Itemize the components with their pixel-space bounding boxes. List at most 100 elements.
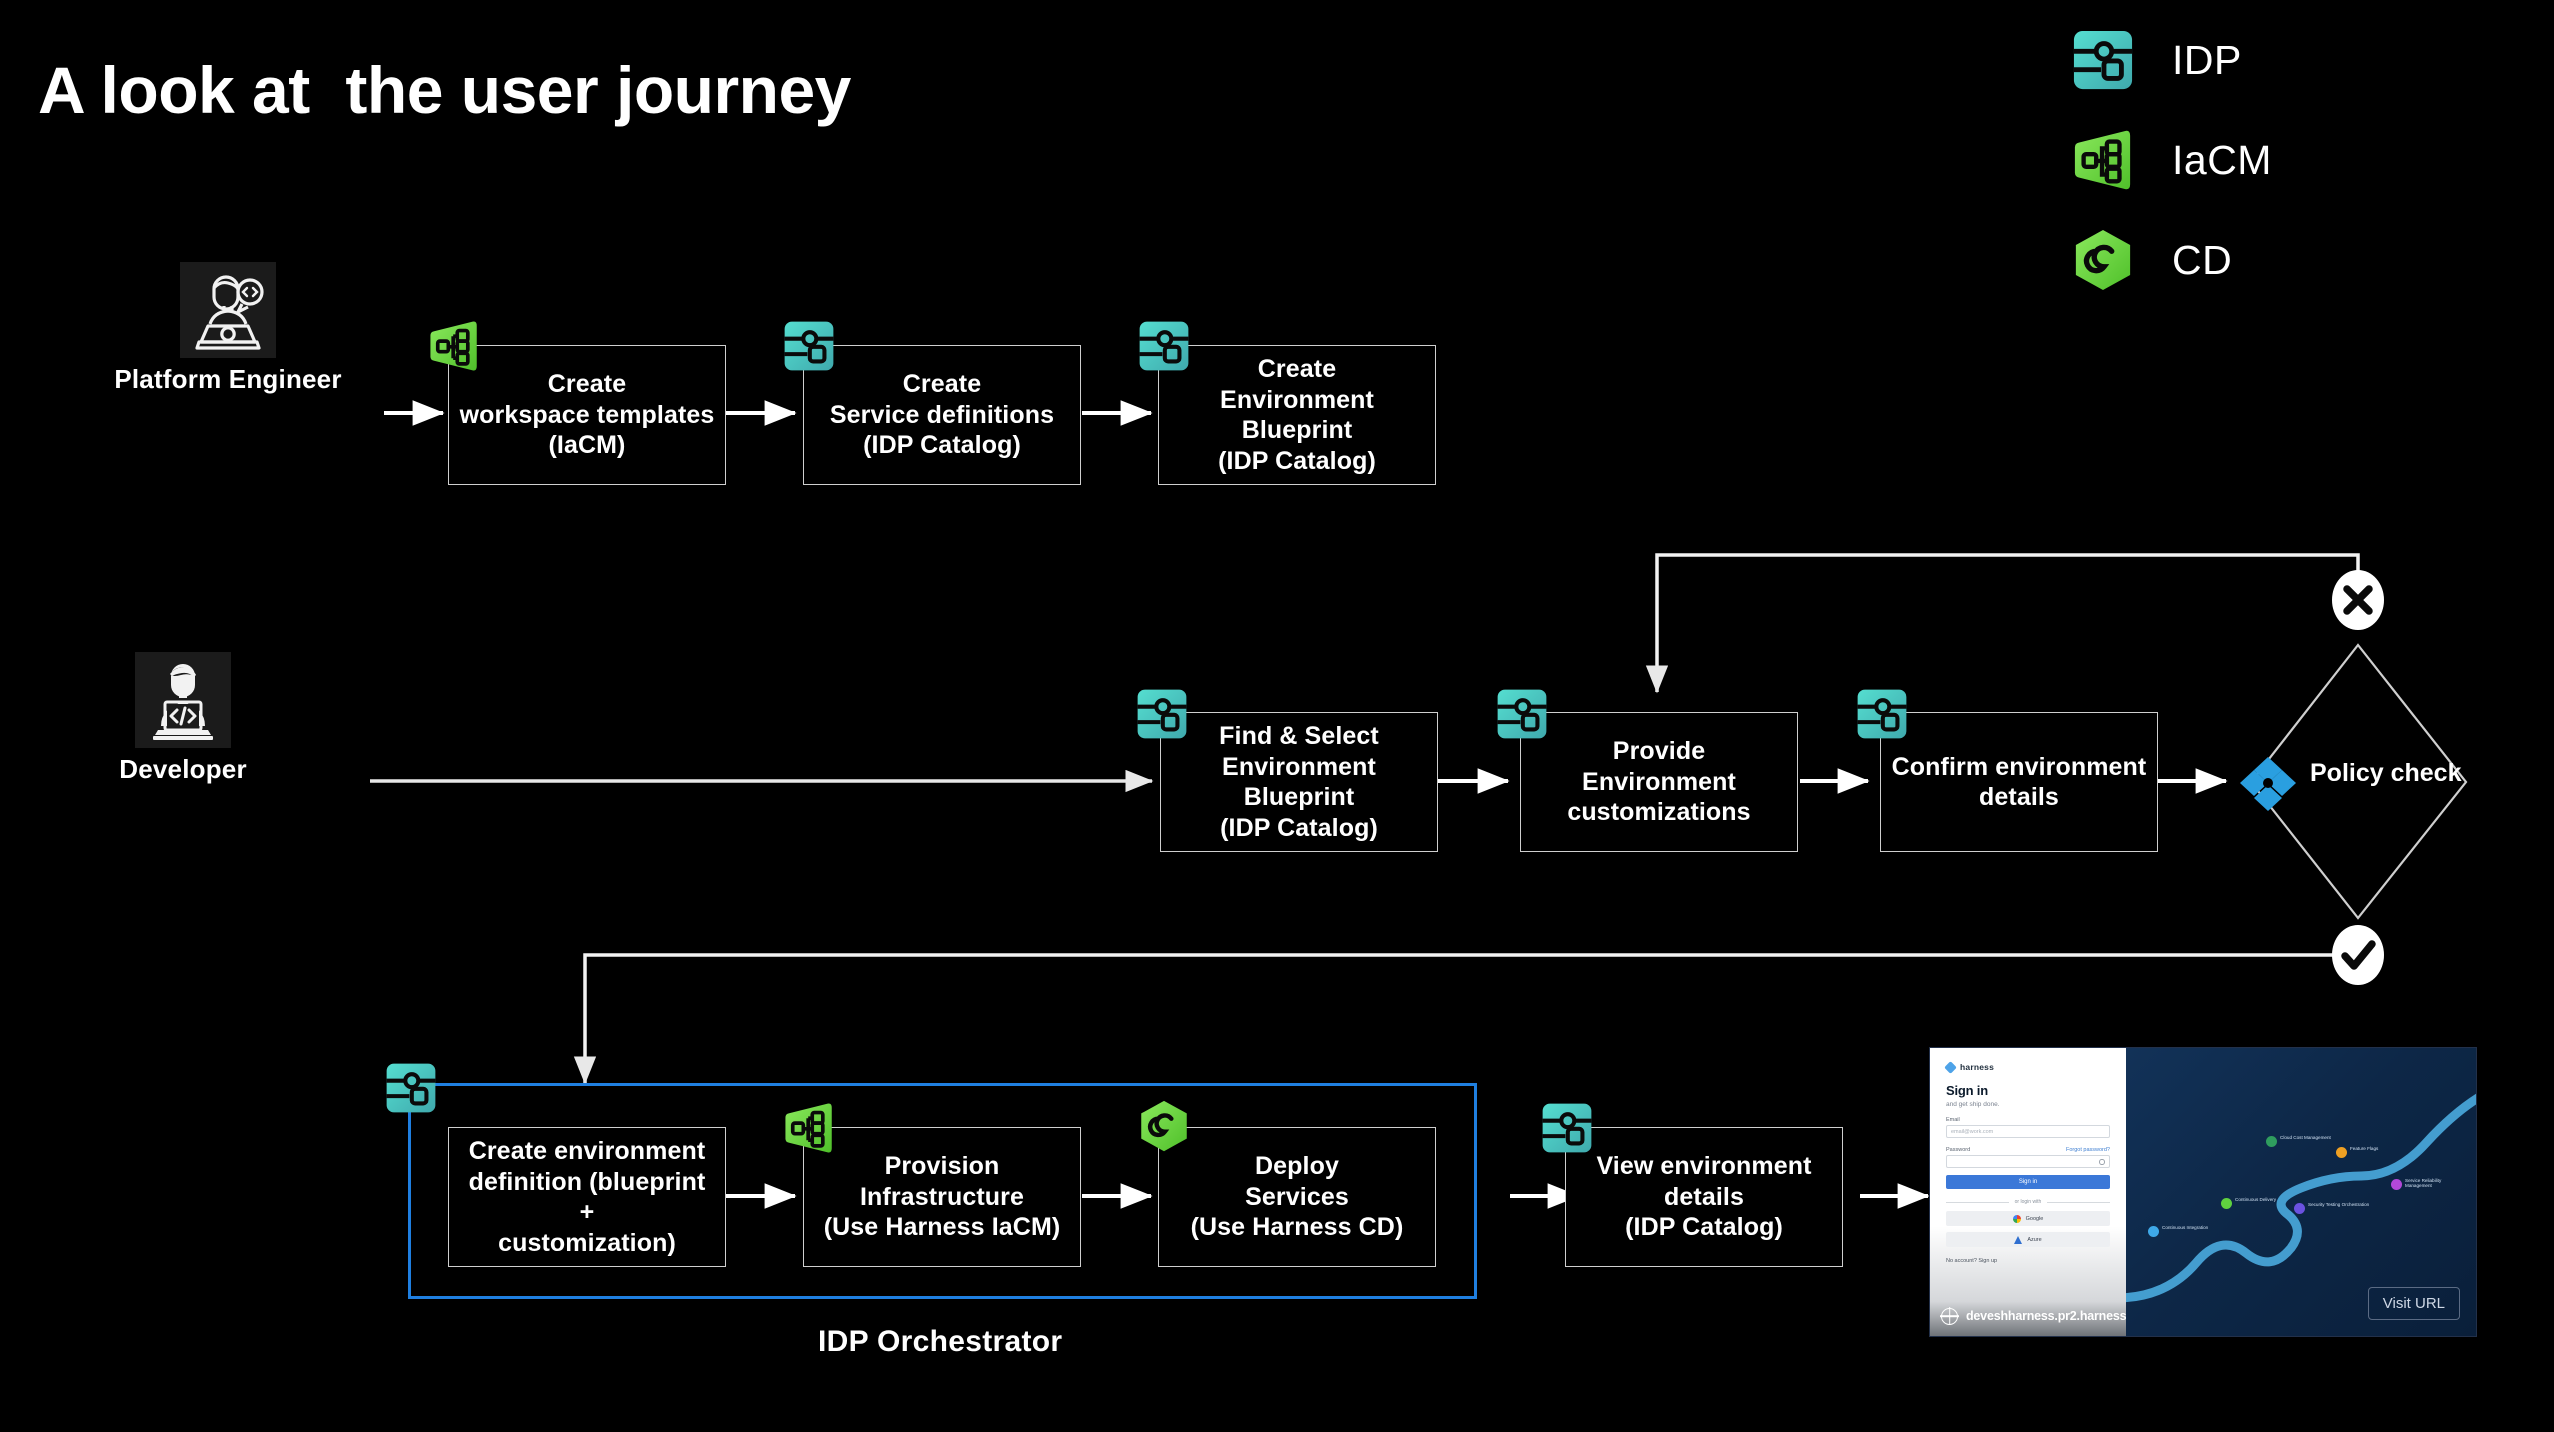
- sto-icon: [2294, 1203, 2305, 1214]
- no-account-text[interactable]: No account? Sign up: [1946, 1258, 1998, 1264]
- idp-module-icon: [1542, 1103, 1592, 1153]
- persona-platform-engineer: Platform Engineer: [83, 262, 373, 395]
- google-icon: [2012, 1214, 2021, 1223]
- iacm-module-icon: [430, 321, 477, 371]
- password-label: Password: [1946, 1147, 1971, 1153]
- step-label: View environment details (IDP Catalog): [1596, 1152, 1812, 1242]
- policy-check-label: Policy check: [2310, 759, 2462, 787]
- ci-icon: [2148, 1226, 2159, 1237]
- eye-icon[interactable]: [2099, 1159, 2105, 1165]
- idp-orchestrator-group: [408, 1083, 1477, 1299]
- step-create-environment-blueprint[interactable]: Create Environment Blueprint (IDP Catalo…: [1158, 345, 1436, 485]
- legend-item-idp: IDP: [2072, 10, 2272, 110]
- module-legend: IDP IaCM CD: [2072, 10, 2272, 310]
- idp-module-icon: [1139, 321, 1189, 371]
- module-label-ci: Continuous Integration: [2162, 1225, 2209, 1230]
- journey-path-graphic: [2126, 1093, 2476, 1303]
- module-node-ccm: Cloud Cost Management: [2266, 1135, 2331, 1147]
- ff-icon: [2336, 1147, 2347, 1158]
- persona-label-platform-engineer: Platform Engineer: [114, 364, 342, 394]
- module-node-srm: Service Reliability Management: [2391, 1178, 2441, 1190]
- idp-module-icon: [386, 1063, 436, 1113]
- email-label: Email: [1946, 1117, 1960, 1123]
- azure-sso-label: Azure: [2027, 1236, 2042, 1243]
- step-label: Provide Environment customizations: [1567, 737, 1751, 827]
- module-label-cd: Continuous Delivery: [2235, 1197, 2277, 1202]
- password-field[interactable]: [1946, 1155, 2110, 1168]
- module-node-cd: Continuous Delivery: [2221, 1197, 2276, 1209]
- screenshot-url: deveshharness.pr2.harness.io: [1966, 1309, 2141, 1323]
- step-confirm-environment-details[interactable]: Confirm environment details: [1880, 712, 2158, 852]
- developer-avatar: [135, 652, 231, 748]
- persona-developer: Developer: [88, 652, 278, 785]
- step-label: Create Environment Blueprint (IDP Catalo…: [1218, 355, 1376, 475]
- cd-module-icon: [2075, 229, 2131, 291]
- platform-engineer-avatar: [180, 262, 276, 358]
- persona-label-developer: Developer: [119, 754, 247, 784]
- or-divider: or login with: [1946, 1199, 2110, 1205]
- srm-icon: [2391, 1179, 2402, 1190]
- module-label-ccm: Cloud Cost Management: [2280, 1135, 2331, 1140]
- forgot-password-link[interactable]: Forgot password?: [2065, 1147, 2110, 1153]
- harness-logo: harness: [1944, 1060, 2110, 1074]
- email-field[interactable]: email@work.com: [1946, 1125, 2110, 1138]
- visit-url-button[interactable]: Visit URL: [2367, 1287, 2460, 1320]
- module-label-srm: Service Reliability Management: [2405, 1178, 2442, 1189]
- step-provision-infrastructure[interactable]: Provision Infrastructure (Use Harness Ia…: [803, 1127, 1081, 1267]
- approve-check-icon: [2332, 925, 2384, 985]
- cd-module-icon: [1141, 1100, 1187, 1152]
- signin-hero-illustration: Continuous Integration Continuous Delive…: [2126, 1048, 2476, 1336]
- step-find-select-blueprint[interactable]: Find & Select Environment Blueprint (IDP…: [1160, 712, 1438, 852]
- legend-label-idp: IDP: [2172, 36, 2242, 83]
- reject-path: [1645, 553, 2360, 694]
- iacm-module-icon: [785, 1103, 832, 1153]
- module-node-sto: Security Testing Orchestration: [2294, 1202, 2369, 1214]
- screenshot-url-bar: deveshharness.pr2.harness.io: [1930, 1296, 2141, 1336]
- step-label: Deploy Services (Use Harness CD): [1190, 1152, 1404, 1242]
- signin-panel: harness Sign in and get ship done. Email…: [1930, 1048, 2141, 1336]
- idp-module-icon: [1137, 689, 1187, 739]
- step-label: Find & Select Environment Blueprint (IDP…: [1219, 722, 1379, 842]
- module-node-ff: Feature Flags: [2336, 1146, 2378, 1158]
- legend-item-cd: CD: [2072, 210, 2272, 310]
- azure-icon: [2014, 1235, 2023, 1244]
- step-label: Confirm environment details: [1891, 752, 2147, 812]
- step-create-environment-definition[interactable]: Create environment definition (blueprint…: [448, 1127, 726, 1267]
- or-divider-label: or login with: [2014, 1199, 2042, 1205]
- azure-sso-button[interactable]: Azure: [1946, 1232, 2110, 1247]
- idp-module-icon: [2073, 30, 2133, 90]
- signin-heading: Sign in: [1946, 1083, 1988, 1098]
- harness-signin-screenshot[interactable]: harness Sign in and get ship done. Email…: [1930, 1048, 2476, 1336]
- iacm-module-icon: [2074, 130, 2131, 190]
- step-label: Create Service definitions (IDP Catalog): [829, 370, 1055, 460]
- step-create-workspace-templates[interactable]: Create workspace templates (IaCM): [448, 345, 726, 485]
- harness-logo-mark: [1944, 1060, 1957, 1074]
- legend-label-iacm: IaCM: [2172, 136, 2272, 183]
- step-deploy-services[interactable]: Deploy Services (Use Harness CD): [1158, 1127, 1436, 1267]
- signin-subheading: and get ship done.: [1946, 1101, 2000, 1108]
- idp-module-icon: [1497, 689, 1547, 739]
- harness-logo-text: harness: [1960, 1062, 1995, 1072]
- legend-item-iacm: IaCM: [2072, 110, 2272, 210]
- cd-icon: [2221, 1198, 2232, 1209]
- signin-button[interactable]: Sign in: [1946, 1175, 2110, 1189]
- step-create-service-definitions[interactable]: Create Service definitions (IDP Catalog): [803, 345, 1081, 485]
- google-sso-button[interactable]: Google: [1946, 1211, 2110, 1226]
- module-label-sto: Security Testing Orchestration: [2308, 1202, 2370, 1207]
- globe-icon: [1941, 1307, 1958, 1325]
- legend-label-cd: CD: [2172, 236, 2233, 283]
- step-provide-environment-customizations[interactable]: Provide Environment customizations: [1520, 712, 1798, 852]
- step-label: Create environment definition (blueprint…: [468, 1137, 706, 1257]
- module-node-ci: Continuous Integration: [2148, 1225, 2208, 1237]
- reject-x-icon: [2332, 570, 2384, 630]
- step-label: Create workspace templates (IaCM): [459, 370, 715, 460]
- page-title: A look at the user journey: [38, 53, 851, 127]
- ccm-icon: [2266, 1136, 2277, 1147]
- step-view-environment-details[interactable]: View environment details (IDP Catalog): [1565, 1127, 1843, 1267]
- google-sso-label: Google: [2025, 1215, 2044, 1222]
- policy-opa-icon: [2240, 757, 2296, 811]
- step-label: Provision Infrastructure (Use Harness Ia…: [823, 1152, 1061, 1242]
- module-label-ff: Feature Flags: [2350, 1146, 2379, 1151]
- idp-orchestrator-label: IDP Orchestrator: [818, 1325, 1063, 1358]
